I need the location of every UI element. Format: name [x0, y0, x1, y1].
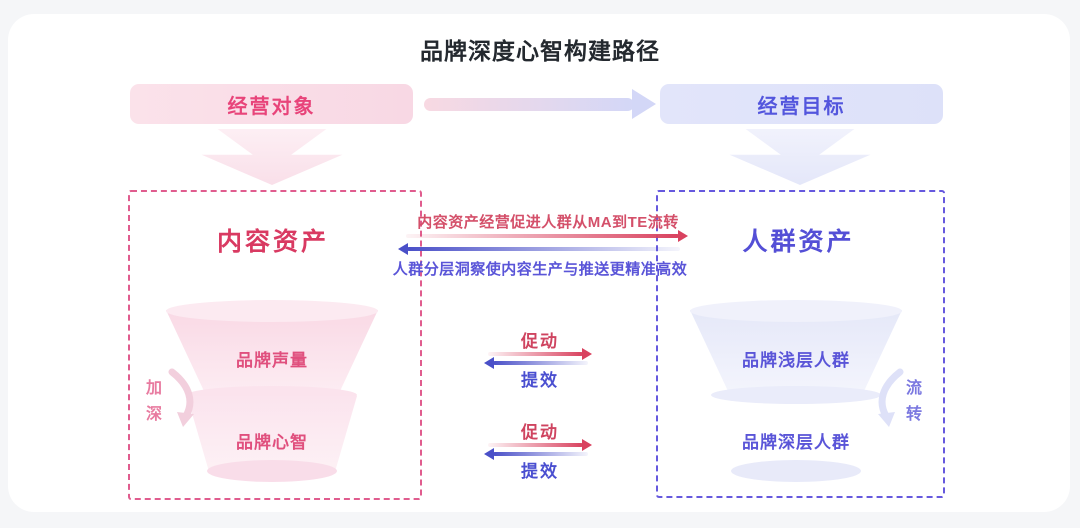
promote-arrow-icon-2	[488, 439, 592, 451]
content-assets-box	[128, 190, 422, 500]
audience-assets-funnel: 品牌浅层人群 品牌深层人群	[690, 300, 902, 490]
arrow-shaft	[407, 247, 680, 251]
flow-transfer-label: 流转	[905, 380, 922, 424]
funnel-top-rim-shape	[166, 300, 378, 322]
flow-curved-arrow-icon	[878, 368, 904, 427]
arrow-head	[484, 448, 494, 460]
arrow-head	[632, 89, 656, 119]
improve-arrow-icon-2	[484, 448, 588, 460]
arrow-shaft	[493, 361, 588, 365]
arrow-shaft	[488, 352, 583, 356]
flow-left-arrow-icon	[398, 243, 680, 255]
improve-label-1: 提效	[521, 371, 559, 390]
deepen-label: 加深	[145, 380, 162, 424]
audience-assets-box	[656, 190, 945, 498]
promote-label-1: 促动	[521, 332, 559, 351]
promote-label-2: 促动	[521, 423, 559, 442]
brand-deep-audience-label: 品牌深层人群	[742, 433, 850, 452]
arrow-shaft	[406, 234, 679, 238]
flow-left-caption: 人群分层洞察使内容生产与推送更精准高效	[392, 261, 688, 278]
page-title: 品牌深度心智构建路径	[420, 38, 660, 64]
pill-business-goal: 经营目标	[660, 84, 943, 124]
brand-voice-label: 品牌声量	[236, 351, 308, 370]
funnel-bottom-rim-shape	[207, 460, 337, 482]
arrow-head	[582, 439, 592, 451]
brand-shallow-audience-label: 品牌浅层人群	[742, 351, 850, 370]
arrow-head	[484, 357, 494, 369]
pill-business-object: 经营对象	[130, 84, 413, 124]
funnel-bottom-tier-shape	[187, 396, 357, 472]
arrow-shaft	[493, 452, 588, 456]
flow-right-caption: 内容资产经营促进人群从MA到TE流转	[417, 214, 679, 231]
content-assets-title: 内容资产	[216, 228, 329, 256]
deepen-curved-arrow-icon	[168, 368, 194, 427]
arrow-shaft	[424, 98, 634, 111]
pill-business-goal-label: 经营目标	[757, 95, 846, 118]
funnel-top-tier-shape	[166, 310, 378, 396]
flow-right-arrow-icon	[406, 230, 688, 242]
brand-mind-label: 品牌心智	[236, 433, 308, 452]
promote-arrow-icon-1	[488, 348, 592, 360]
funnel-top-tier-shape	[690, 310, 902, 396]
funnel-bottom-rim-shape	[731, 460, 861, 482]
audience-assets-title: 人群资产	[742, 228, 855, 256]
gradient-right-arrow-icon	[424, 89, 656, 119]
funnel-mid-rim-shape	[711, 386, 881, 404]
arrow-head	[398, 243, 408, 255]
improve-label-2: 提效	[521, 462, 559, 481]
arrow-shaft	[488, 443, 583, 447]
content-assets-funnel: 品牌声量 品牌心智	[166, 300, 378, 490]
pill-business-object-label: 经营对象	[227, 95, 316, 118]
funnel-top-rim-shape	[690, 300, 902, 322]
arrow-head	[582, 348, 592, 360]
arrow-head	[678, 230, 688, 242]
improve-arrow-icon-1	[484, 357, 588, 369]
